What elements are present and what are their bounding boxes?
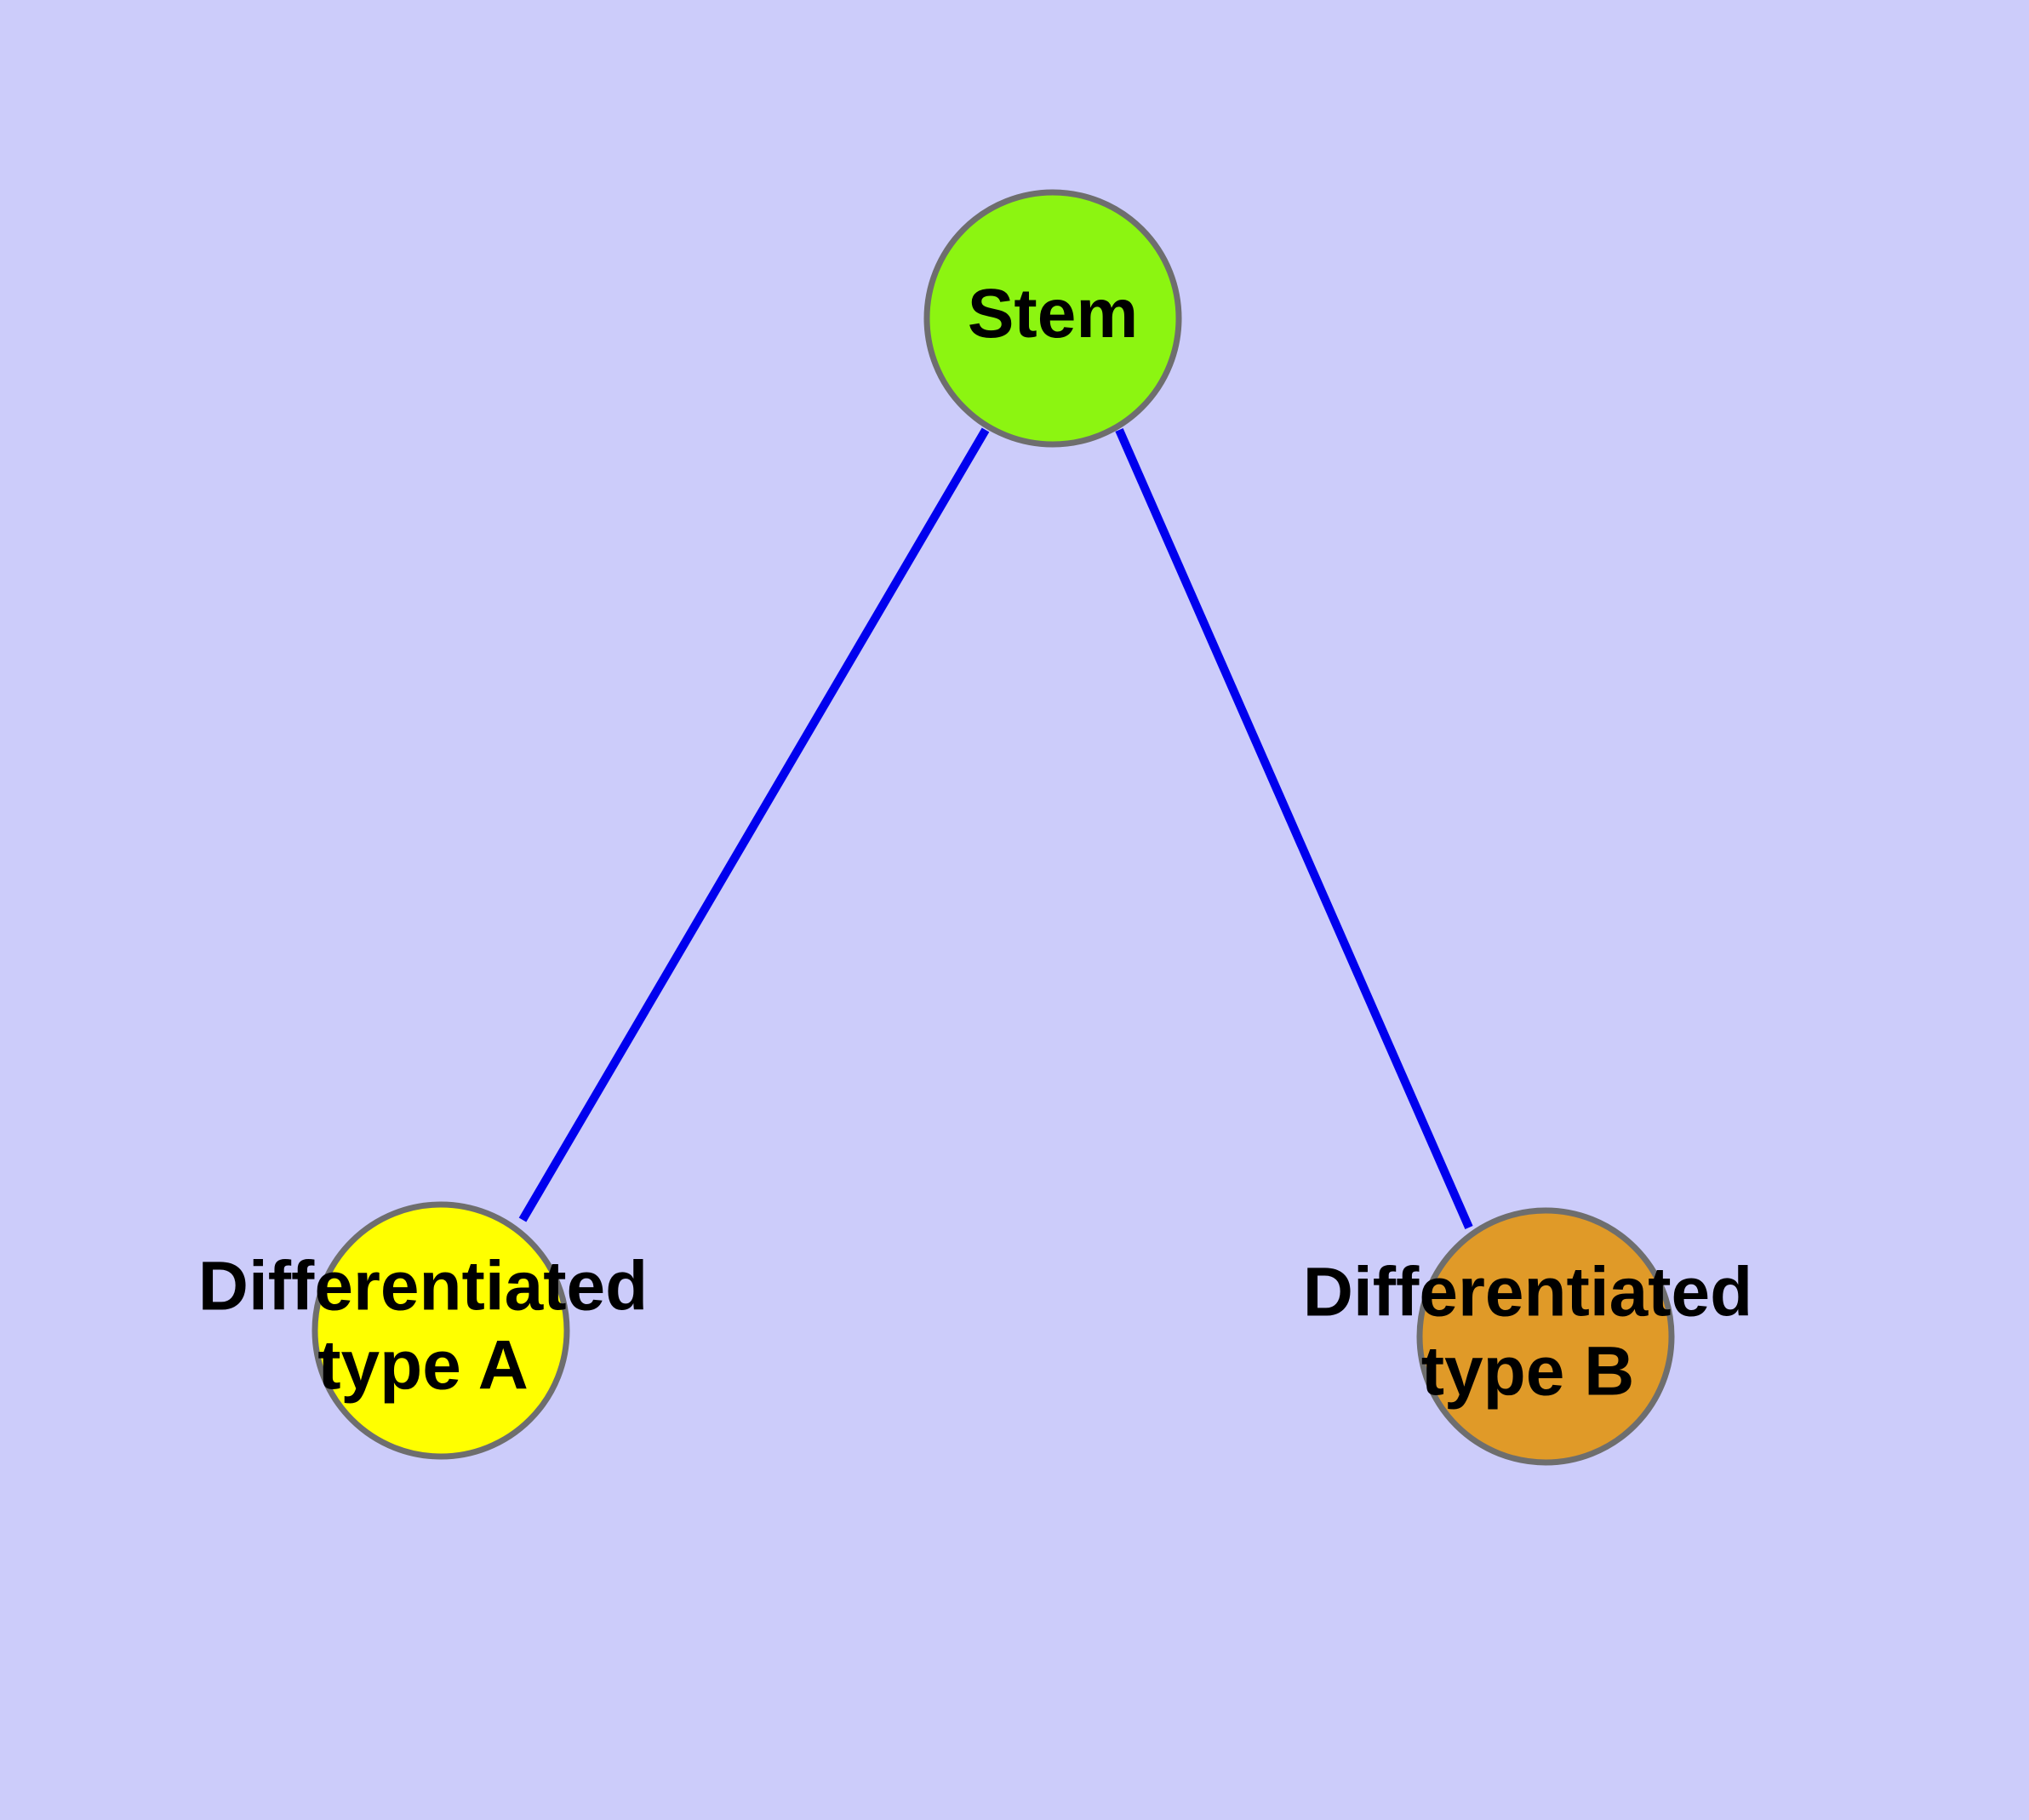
node-label-line: type B — [1421, 1332, 1635, 1410]
node-layer — [311, 189, 1675, 1466]
node-label-line: type A — [317, 1326, 529, 1404]
node-differentiated-type-a[interactable] — [311, 1201, 570, 1460]
node-differentiated-type-b[interactable] — [1416, 1207, 1675, 1466]
edge-layer — [518, 427, 1473, 1230]
edge-stem-to-differentiated-type-a[interactable] — [518, 427, 990, 1222]
node-label-line: Stem — [968, 275, 1139, 352]
edge-stem-to-differentiated-type-b[interactable] — [1115, 427, 1473, 1230]
node-label-stem: Stem — [968, 275, 1139, 352]
node-label-line: Differentiated — [198, 1247, 649, 1325]
node-label-line: Differentiated — [1303, 1253, 1753, 1331]
node-stem[interactable] — [923, 189, 1182, 448]
